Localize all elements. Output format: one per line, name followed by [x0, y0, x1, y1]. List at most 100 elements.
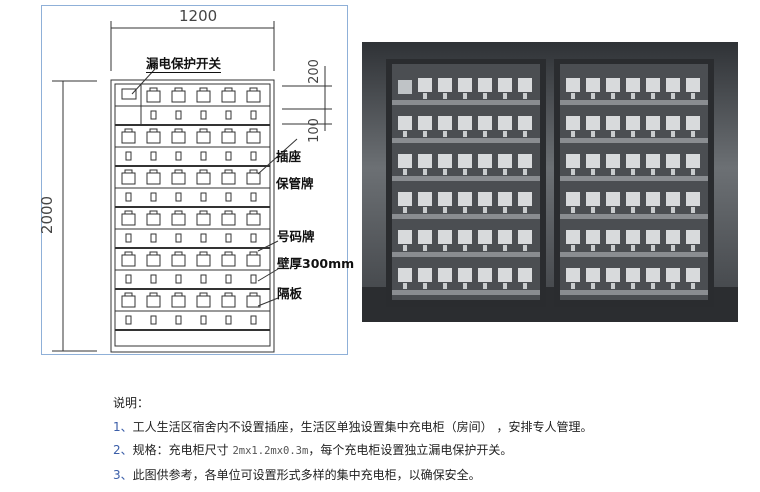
socket [503, 283, 507, 289]
socket [651, 245, 655, 251]
socket [651, 169, 655, 175]
storage-tag [171, 254, 186, 267]
storage-tag [221, 90, 236, 103]
socket [443, 245, 447, 251]
socket [611, 207, 615, 213]
storage-tag [458, 154, 472, 168]
socket [671, 283, 675, 289]
socket [571, 207, 575, 213]
socket [651, 283, 655, 289]
socket [503, 207, 507, 213]
socket [463, 207, 467, 213]
socket [250, 151, 257, 161]
socket [443, 207, 447, 213]
socket [175, 274, 182, 284]
socket [651, 93, 655, 99]
storage-tag [121, 295, 136, 308]
storage-tag [171, 295, 186, 308]
socket [463, 283, 467, 289]
socket [423, 169, 427, 175]
tag-clip [249, 210, 258, 215]
storage-tag [418, 192, 432, 206]
storage-tag [418, 230, 432, 244]
socket [463, 131, 467, 137]
socket [591, 245, 595, 251]
storage-tag [606, 154, 620, 168]
storage-tag [146, 295, 161, 308]
socket [591, 207, 595, 213]
socket [175, 315, 182, 325]
storage-tag [686, 116, 700, 130]
socket [483, 93, 487, 99]
storage-tag [478, 192, 492, 206]
socket [591, 283, 595, 289]
socket [591, 131, 595, 137]
storage-tag [626, 268, 640, 282]
socket [150, 233, 157, 243]
storage-tag [686, 78, 700, 92]
storage-tag [478, 154, 492, 168]
shelf [392, 138, 540, 143]
storage-tag [686, 154, 700, 168]
leader-line [131, 68, 156, 95]
socket [611, 93, 615, 99]
storage-tag [498, 230, 512, 244]
socket [691, 207, 695, 213]
storage-tag [418, 78, 432, 92]
socket [423, 93, 427, 99]
storage-tag [566, 154, 580, 168]
socket [631, 245, 635, 251]
storage-tag [171, 90, 186, 103]
dimension-100: 100 [306, 118, 322, 143]
tag-clip [249, 128, 258, 133]
socket [463, 245, 467, 251]
socket [651, 207, 655, 213]
cabinet-back [392, 64, 540, 300]
storage-tag [518, 78, 532, 92]
storage-tag [518, 230, 532, 244]
shelf [560, 138, 708, 143]
width-dimension: 1200 [179, 7, 218, 25]
socket [671, 169, 675, 175]
socket [631, 131, 635, 137]
note-1: 1、工人生活区宿舍内不设置插座，生活区单独设置集中充电柜（房间） ，安排专人管理… [113, 419, 593, 434]
socket [691, 283, 695, 289]
tag-clip [224, 251, 233, 256]
socket [423, 131, 427, 137]
socket [175, 151, 182, 161]
storage-tag [246, 254, 261, 267]
storage-tag [586, 154, 600, 168]
socket [503, 131, 507, 137]
cabinet-back [560, 64, 708, 300]
tag-clip [224, 292, 233, 297]
tag-clip [199, 87, 208, 92]
storage-tag [518, 154, 532, 168]
storage-tag [586, 192, 600, 206]
socket [463, 93, 467, 99]
storage-tag [246, 295, 261, 308]
storage-tag [146, 131, 161, 144]
tag-clip [124, 128, 133, 133]
storage-tag [438, 230, 452, 244]
socket [483, 131, 487, 137]
storage-tag [418, 116, 432, 130]
tag-clip [149, 292, 158, 297]
tag-clip [124, 292, 133, 297]
shelf [392, 100, 540, 105]
tag-clip [174, 292, 183, 297]
storage-tag [518, 268, 532, 282]
label-socket: 插座 [276, 149, 302, 164]
storage-tag [606, 230, 620, 244]
storage-tag [518, 192, 532, 206]
storage-tag [221, 131, 236, 144]
socket [200, 315, 207, 325]
tag-clip [124, 210, 133, 215]
socket [200, 274, 207, 284]
socket [175, 192, 182, 202]
socket [503, 169, 507, 175]
cabinet-inner [114, 83, 271, 347]
storage-tag [458, 268, 472, 282]
tag-clip [149, 87, 158, 92]
socket [423, 245, 427, 251]
socket [200, 233, 207, 243]
